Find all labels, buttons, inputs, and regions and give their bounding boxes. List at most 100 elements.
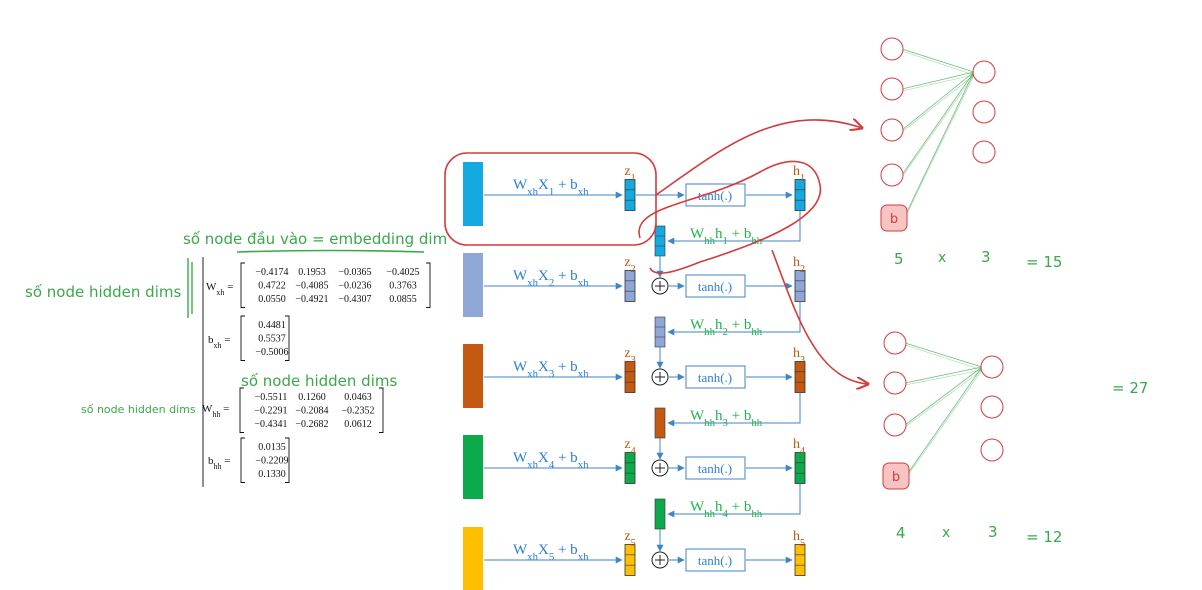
input-nodes-underline — [236, 249, 425, 253]
bxh-label: bxh = — [208, 334, 230, 350]
hidden-dims-outer-annotation: số node hidden dims — [25, 283, 181, 301]
top-network-input-node — [880, 163, 904, 187]
wxh-cell: 0.0550 — [258, 294, 286, 305]
input-block-3 — [463, 344, 483, 408]
wxh-cell: 0.0855 — [389, 294, 417, 305]
bottom-network-bias-label: b — [892, 470, 900, 485]
highlight-input-box — [444, 152, 657, 246]
z-cell-4 — [624, 452, 636, 484]
bottom-network-edge — [904, 369, 983, 386]
tanh-label-5: tanh(.) — [698, 553, 732, 568]
bxh-bracket-right — [285, 315, 290, 361]
input-formula-4: WxhX4 + bxh — [513, 450, 589, 471]
bottom-network-times: x — [942, 525, 950, 541]
tanh-box-4 — [685, 456, 746, 480]
tanh-label-4: tanh(.) — [698, 461, 732, 476]
z-cell-2 — [624, 270, 636, 302]
input-formula-5: WxhX5 + bxh — [513, 542, 589, 563]
input-block-4 — [463, 435, 483, 499]
wxh-cell: −0.4921 — [295, 294, 328, 305]
top-network-result: = 15 — [1026, 253, 1062, 271]
input-block-1 — [463, 162, 483, 226]
wxh-cell: −0.0365 — [338, 267, 371, 278]
recurrent-block-4 — [654, 498, 666, 530]
z-cell-5 — [624, 544, 636, 576]
bxh-cell: 0.5537 — [258, 334, 286, 345]
z-label-5: z5 — [624, 529, 635, 549]
bhh-bracket-right — [285, 437, 290, 483]
total-result: = 27 — [1112, 379, 1148, 397]
top-network-times: x — [938, 250, 946, 266]
recurrent-formula-1: Whhh1 + bhh — [690, 226, 763, 247]
recurrent-block-1 — [654, 225, 666, 257]
bottom-network-edge — [904, 366, 983, 384]
bottom-network-result: = 12 — [1026, 528, 1062, 546]
tanh-box-5 — [685, 548, 746, 572]
top-network-input-node — [880, 118, 904, 142]
wxh-bracket-left — [240, 262, 245, 308]
bottom-network-count-a: 4 — [896, 524, 906, 542]
bxh-cell: 0.4481 — [258, 320, 286, 331]
hidden-dims-small-annotation: số node hidden dims — [81, 403, 196, 416]
bottom-network-edge — [904, 366, 983, 426]
recurrent-link-4 — [667, 484, 801, 518]
h-label-5: h5 — [793, 529, 805, 549]
wxh-cell: −0.0236 — [338, 281, 371, 292]
h-label-2: h2 — [793, 255, 805, 275]
top-network-hidden-node — [972, 140, 996, 164]
bxh-cell: −0.5006 — [255, 347, 288, 358]
wxh-cell: 0.3763 — [389, 281, 417, 292]
recurrent-formula-3: Whhh3 + bhh — [690, 408, 763, 429]
input-formula-1: WxhX1 + bxh — [513, 177, 589, 198]
top-network-edge — [901, 50, 975, 76]
bottom-network-hidden-node — [980, 395, 1004, 419]
z-label-1: z1 — [624, 164, 635, 184]
bottom-network-input-node — [883, 331, 907, 355]
bhh-cell: −0.2209 — [255, 456, 288, 467]
bottom-network-hidden-node — [980, 438, 1004, 462]
bhh-cell: 0.0135 — [258, 442, 286, 453]
tanh-box-1 — [685, 183, 746, 207]
recurrent-block-2 — [654, 316, 666, 348]
input-nodes-annotation: số node đầu vào = embedding dim — [183, 230, 447, 248]
bottom-network-bias-node — [882, 462, 910, 490]
top-network-edge — [903, 74, 975, 221]
wxh-cell: −0.4307 — [338, 294, 371, 305]
tanh-box-3 — [685, 365, 746, 389]
top-network-hidden-node — [972, 100, 996, 124]
z-cell-1 — [624, 179, 636, 211]
bottom-network-hidden-node — [980, 355, 1004, 379]
h-cell-5 — [794, 544, 806, 576]
whh-cell: 0.0612 — [344, 419, 372, 430]
z-label-3: z3 — [624, 346, 635, 366]
recurrent-link-2 — [667, 302, 801, 336]
tanh-box-2 — [685, 274, 746, 298]
hidden-dims-inner-annotation: số node hidden dims — [241, 372, 397, 390]
highlight-arrow-bottom — [771, 249, 868, 384]
whh-cell: −0.2084 — [295, 406, 328, 417]
tanh-label-3: tanh(.) — [698, 370, 732, 385]
bxh-bracket-left — [240, 315, 245, 361]
top-network-edge — [901, 71, 975, 176]
tanh-label-2: tanh(.) — [698, 279, 732, 294]
bottom-network-count-b: 3 — [988, 523, 998, 541]
recurrent-link-1 — [667, 211, 801, 245]
input-formula-3: WxhX3 + bxh — [513, 359, 589, 380]
top-network-bias-label: b — [890, 212, 898, 227]
highlight-hidden-loop — [638, 160, 822, 274]
input-block-5 — [463, 527, 483, 590]
top-network-hidden-node — [972, 60, 996, 84]
wxh-bracket-right — [426, 262, 431, 308]
top-network-input-node — [880, 37, 904, 61]
h-cell-1 — [794, 179, 806, 211]
h-cell-2 — [794, 270, 806, 302]
top-network-bias-node — [880, 204, 908, 232]
top-network-count-a: 5 — [894, 250, 904, 268]
bottom-network-edge — [905, 369, 983, 479]
wxh-label: Wxh = — [206, 281, 233, 297]
bottom-network-edge — [904, 344, 983, 371]
whh-cell: −0.2682 — [295, 419, 328, 430]
input-formula-2: WxhX2 + bxh — [513, 268, 589, 289]
